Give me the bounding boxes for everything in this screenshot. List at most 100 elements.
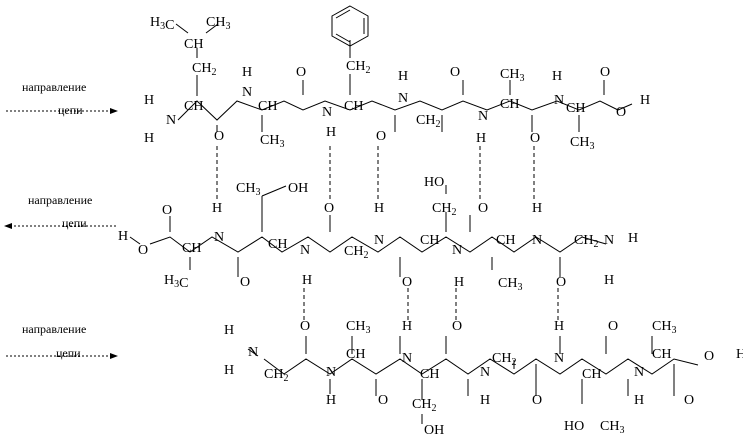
atom-label: N bbox=[326, 365, 336, 380]
atom-label: H bbox=[736, 347, 743, 362]
chain-2-bonds bbox=[129, 185, 607, 277]
atom-label: O bbox=[616, 105, 626, 120]
atom-label: OH bbox=[424, 423, 444, 438]
atom-label: H3C bbox=[164, 273, 188, 291]
atom-label: O bbox=[530, 131, 540, 146]
direction-word-2: цепи bbox=[62, 216, 87, 230]
atom-label: H bbox=[326, 393, 336, 408]
atom-label: CH3 bbox=[498, 276, 522, 293]
atom-label: O bbox=[532, 393, 542, 408]
atom-label: O bbox=[296, 65, 306, 80]
atom-label: H bbox=[326, 125, 336, 140]
atom-label: CH bbox=[258, 99, 277, 114]
atom-label: CH bbox=[346, 347, 365, 362]
atom-label: H bbox=[302, 273, 312, 288]
atom-label: O bbox=[478, 201, 488, 216]
atom-label: H bbox=[224, 363, 234, 378]
atom-label: OH bbox=[288, 181, 308, 196]
direction-label-1: направление bbox=[22, 80, 86, 94]
atom-label: H bbox=[118, 229, 128, 244]
atom-label: N bbox=[248, 345, 258, 360]
atom-label: N bbox=[554, 93, 564, 108]
atom-label: H bbox=[628, 231, 638, 246]
direction-arrowhead-1 bbox=[110, 108, 118, 114]
atom-label: CH bbox=[344, 99, 363, 114]
atom-label: N bbox=[478, 109, 488, 124]
atom-label: O bbox=[138, 243, 148, 258]
direction-label-3: направление bbox=[22, 322, 86, 336]
atom-label: H bbox=[634, 393, 644, 408]
direction-word-1: цепи bbox=[58, 103, 83, 117]
direction-word-3: цепи bbox=[56, 346, 81, 360]
atom-label: H bbox=[374, 201, 384, 216]
atom-label: N bbox=[166, 113, 176, 128]
atom-label: CH bbox=[496, 233, 515, 248]
atom-label: O bbox=[704, 349, 714, 364]
atom-label: O bbox=[684, 393, 694, 408]
atom-label: N bbox=[554, 351, 564, 366]
atom-label: CH2 bbox=[432, 201, 456, 218]
atom-label: N bbox=[480, 365, 490, 380]
atom-label: CH2 bbox=[264, 367, 288, 384]
atom-label: CH3 bbox=[652, 319, 676, 336]
atom-label: N bbox=[634, 365, 644, 380]
atom-label: O bbox=[214, 129, 224, 144]
atom-label: H bbox=[144, 131, 154, 146]
atom-label: CH bbox=[500, 97, 519, 112]
atom-label: H bbox=[640, 93, 650, 108]
atom-label: CH bbox=[182, 241, 201, 256]
atom-label: N bbox=[452, 243, 462, 258]
atom-label: CH3 bbox=[346, 319, 370, 336]
atom-label: CH bbox=[420, 367, 439, 382]
atom-label: O bbox=[376, 129, 386, 144]
atom-label: H bbox=[212, 201, 222, 216]
direction-arrowhead-3 bbox=[110, 353, 118, 359]
atom-label: CH2 bbox=[416, 113, 440, 130]
atom-label: O bbox=[324, 201, 334, 216]
atom-label: O bbox=[452, 319, 462, 334]
atom-label: H bbox=[476, 131, 486, 146]
atom-label: O bbox=[600, 65, 610, 80]
atom-label: N bbox=[322, 105, 332, 120]
atom-label: HO bbox=[564, 419, 584, 434]
atom-label: H bbox=[242, 65, 252, 80]
chain-1-bonds bbox=[175, 5, 633, 132]
atom-label: CH bbox=[184, 37, 203, 52]
atom-label: O bbox=[378, 393, 388, 408]
atom-label: N bbox=[604, 233, 614, 248]
atom-label: CH bbox=[566, 101, 585, 116]
atom-label: H bbox=[224, 323, 234, 338]
atom-label: O bbox=[450, 65, 460, 80]
atom-label: CH3 bbox=[570, 135, 594, 152]
atom-label: CH3 bbox=[260, 133, 284, 150]
atom-label: H bbox=[604, 273, 614, 288]
atom-label: CH bbox=[268, 237, 287, 252]
atom-label: N bbox=[402, 351, 412, 366]
atom-label: H bbox=[454, 275, 464, 290]
chain-3-bonds bbox=[247, 336, 699, 424]
atom-label: CH2 bbox=[492, 351, 516, 368]
direction-arrowhead-2 bbox=[4, 223, 12, 229]
atom-label: N bbox=[214, 230, 224, 245]
atom-label: CH2 bbox=[344, 244, 368, 261]
atom-label: H bbox=[144, 93, 154, 108]
atom-label: CH3 bbox=[206, 15, 230, 32]
atom-label: N bbox=[398, 91, 408, 106]
hydrogen-bonds bbox=[216, 146, 559, 322]
atom-label: CH bbox=[184, 99, 203, 114]
atom-label: H bbox=[402, 319, 412, 334]
atom-label: CH2 bbox=[412, 397, 436, 414]
atom-label: N bbox=[532, 233, 542, 248]
atom-label: CH2 bbox=[346, 59, 370, 76]
atom-label: O bbox=[300, 319, 310, 334]
atom-label: N bbox=[300, 243, 310, 258]
atom-label: O bbox=[402, 275, 412, 290]
atom-label: CH bbox=[652, 347, 671, 362]
atom-label: O bbox=[608, 319, 618, 334]
atom-label: CH3 bbox=[236, 181, 260, 198]
atom-label: N bbox=[242, 85, 252, 100]
atom-label: H bbox=[532, 201, 542, 216]
atom-label: H bbox=[552, 69, 562, 84]
